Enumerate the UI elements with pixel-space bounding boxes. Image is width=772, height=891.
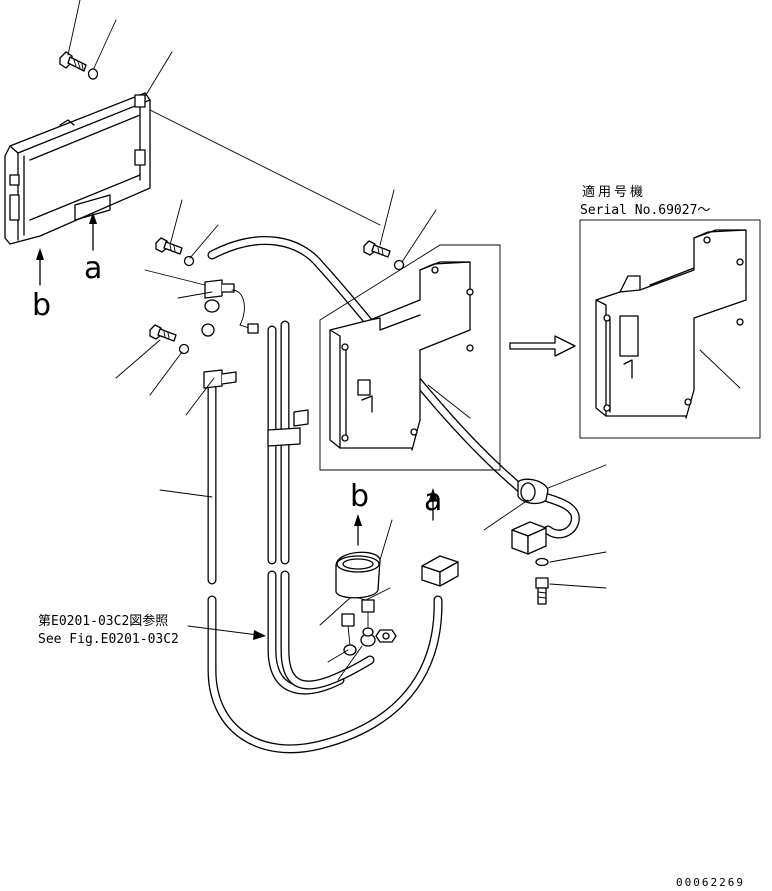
leader-lines [319, 519, 393, 681]
connector-b [335, 551, 391, 601]
detail-arrow [509, 335, 576, 357]
clamp-right [517, 478, 549, 505]
bolt-icon [535, 577, 549, 605]
reference-note-jp: 第E0201-03C2図参照 [38, 613, 168, 629]
label-b-top: b [32, 288, 51, 323]
serial-note-jp: 適用号機 [582, 184, 646, 200]
connector-a [421, 555, 459, 587]
connector-right [511, 521, 547, 555]
washer-icon [393, 259, 405, 271]
hose-main [207, 236, 580, 539]
controller-unit [4, 92, 151, 245]
washer-icon [87, 68, 99, 80]
bracket-plate [329, 261, 474, 451]
reference-arrow [187, 625, 266, 640]
arrow-a-bottom [429, 488, 437, 521]
label-b-bottom: b [350, 479, 369, 514]
arrow-a-top [89, 212, 97, 251]
washer-icon [178, 343, 190, 355]
serial-detail-box [579, 219, 761, 439]
bolt-icon [149, 324, 177, 342]
bolt-icon [363, 240, 391, 258]
clamp-harness [201, 323, 309, 447]
reference-note-en: See Fig.E0201-03C2 [38, 632, 179, 647]
terminal-group [341, 599, 397, 656]
arrow-b-bottom [354, 514, 362, 546]
serial-note-en: Serial No.69027～ [580, 203, 710, 218]
clamp-upper [204, 279, 259, 334]
bracket-detail-box [319, 244, 501, 471]
bolt-icon [59, 51, 87, 72]
leader-lines [67, 0, 381, 226]
leader-lines [549, 551, 607, 589]
label-a-bottom: a [424, 483, 442, 518]
leader-lines [115, 189, 607, 531]
drawing-number: 00062269 [676, 876, 745, 889]
hose-left [207, 375, 443, 754]
bolt-icon [155, 237, 183, 255]
arrow-b-top [36, 248, 44, 286]
washer-icon [183, 255, 195, 267]
label-a-top: a [84, 251, 102, 286]
washer-icon [535, 557, 549, 567]
